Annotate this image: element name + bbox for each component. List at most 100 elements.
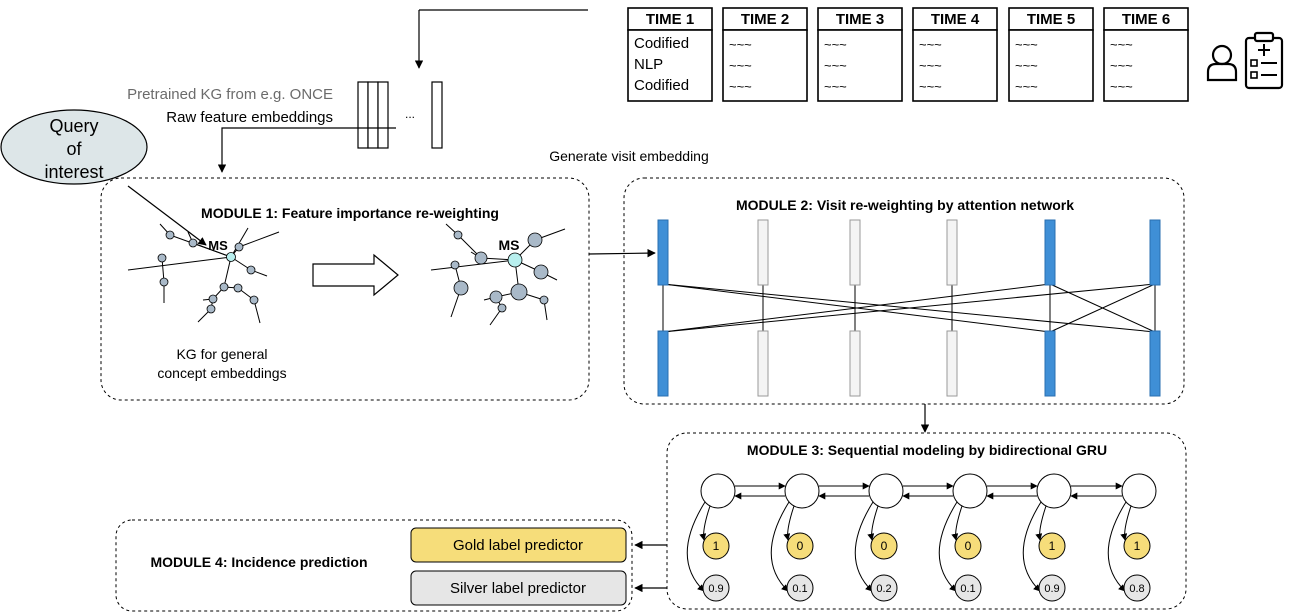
kg-node	[527, 232, 543, 248]
kg-node	[165, 230, 175, 240]
time-header: TIME 4	[931, 11, 980, 28]
kg-node	[453, 230, 463, 240]
squiggle: ~~~	[1110, 58, 1133, 73]
squiggle: ~~~	[1110, 79, 1133, 94]
time-header: TIME 1	[646, 11, 694, 28]
gold-output-value: 1	[1049, 539, 1056, 553]
visit-bar-top	[1149, 219, 1161, 286]
gold-output-value: 1	[713, 539, 720, 553]
silver-output-node	[702, 574, 730, 602]
visit-bar-bottom	[1044, 330, 1056, 397]
kg-node	[226, 252, 236, 262]
visit-bar-top	[1044, 219, 1056, 286]
time-column: TIME 6 ~~~ ~~~ ~~~	[1103, 7, 1189, 102]
squiggle: ~~~	[1015, 79, 1038, 94]
transform-arrow	[312, 253, 399, 297]
gru-hidden-node	[700, 473, 736, 509]
squiggle: ~~~	[729, 37, 752, 52]
time-column: TIME 5~~~~~~~~~	[1008, 7, 1094, 102]
silver-output-node	[1038, 574, 1066, 602]
visit-bar-top	[849, 219, 861, 286]
pretrained-kg-label: Pretrained KG from e.g. ONCE	[127, 86, 333, 103]
silver-output-node	[786, 574, 814, 602]
visit-bar-top	[757, 219, 769, 286]
visit-bar-top	[946, 219, 958, 286]
squiggle: ~~~	[824, 79, 847, 94]
gold-output-node	[1123, 532, 1151, 560]
module3-box	[666, 432, 1187, 610]
gru-hidden-node	[952, 473, 988, 509]
kg-node	[249, 295, 259, 305]
gold-output-node	[954, 532, 982, 560]
module1-box	[100, 177, 590, 401]
kg-node	[510, 283, 528, 301]
gold-output-value: 0	[965, 539, 972, 553]
kg-graph-after	[430, 223, 566, 326]
kg-node	[453, 280, 469, 296]
kg-node	[533, 264, 549, 280]
row-label: Codified	[634, 35, 689, 52]
gold-output-node	[1038, 532, 1066, 560]
row-label: NLP	[634, 56, 663, 73]
kg-node	[233, 283, 243, 293]
squiggle: ~~~	[919, 58, 942, 73]
gold-output-value: 1	[1134, 539, 1141, 553]
kg-node	[489, 290, 503, 304]
silver-output-value: 0.2	[876, 583, 891, 595]
squiggle: ~~~	[919, 37, 942, 52]
time-column: TIME 4~~~~~~~~~	[912, 7, 998, 102]
gold-output-value: 0	[797, 539, 804, 553]
row-label: Codified	[634, 77, 689, 94]
silver-output-node	[954, 574, 982, 602]
kg-node	[157, 253, 167, 263]
raw-embeddings-label: Raw feature embeddings	[166, 109, 333, 126]
gru-network: 10.900.100.200.110.910.8	[686, 473, 1157, 602]
gold-output-node	[870, 532, 898, 560]
squiggle: ~~~	[1015, 58, 1038, 73]
visit-bars	[657, 219, 1161, 397]
module2-box	[623, 177, 1185, 405]
embedding-arrow	[217, 127, 396, 173]
module4-box	[115, 519, 633, 612]
query-node: Query of interest	[0, 109, 148, 185]
squiggle: ~~~	[1110, 37, 1133, 52]
visit-bar-bottom	[849, 330, 861, 397]
gru-hidden-node	[1036, 473, 1072, 509]
gold-output-node	[786, 532, 814, 560]
visit-bar-bottom	[757, 330, 769, 397]
person-icon	[1206, 44, 1238, 82]
visit-bar-bottom	[946, 330, 958, 397]
silver-output-value: 0.9	[708, 583, 723, 595]
silver-predictor: Silver label predictor	[410, 570, 627, 606]
squiggle: ~~~	[729, 79, 752, 94]
embedding-ellipsis: ...	[405, 107, 415, 121]
time-header: TIME 2	[741, 11, 789, 28]
kg-node	[450, 260, 460, 270]
silver-output-node	[1123, 574, 1151, 602]
gold-predictor: Gold label predictor	[410, 527, 627, 563]
time-header: TIME 6	[1122, 11, 1170, 28]
kg-node	[188, 238, 198, 248]
gru-hidden-node	[1121, 473, 1157, 509]
gold-output-value: 0	[881, 539, 888, 553]
time-header: TIME 5	[1027, 11, 1075, 28]
clipboard-icon	[1244, 31, 1284, 90]
module1-title: MODULE 1: Feature importance re-weightin…	[201, 205, 499, 221]
query-to-ms-arrow	[127, 185, 207, 246]
kg-node	[208, 294, 218, 304]
module1-to-module2-arrow	[588, 248, 656, 258]
kg2-ms-label: MS	[499, 237, 520, 253]
kg-node	[246, 265, 256, 275]
visit-bar-bottom	[657, 330, 669, 397]
kg-node	[497, 303, 507, 313]
kg-node	[539, 295, 549, 305]
module4-title: MODULE 4: Incidence prediction	[150, 554, 367, 570]
kg-node	[159, 277, 169, 287]
time-header: TIME 3	[836, 11, 884, 28]
time-column: TIME 3~~~~~~~~~	[817, 7, 903, 102]
squiggle: ~~~	[824, 58, 847, 73]
kg-node	[234, 242, 244, 252]
kg-node	[219, 282, 229, 292]
